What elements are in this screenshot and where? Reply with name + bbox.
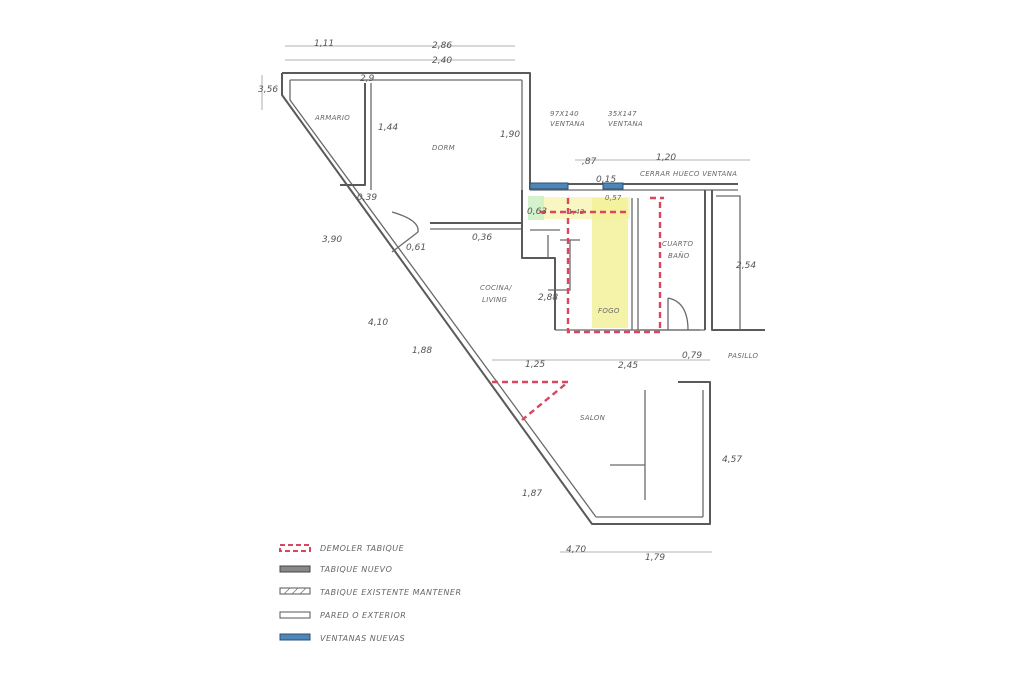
dim-bottom1: 4,70 xyxy=(566,545,586,555)
dim-187: 1,87 xyxy=(522,489,542,499)
dim-061: 0,61 xyxy=(406,243,426,253)
dimension-lines xyxy=(261,45,750,553)
green-area xyxy=(528,196,544,220)
dim-390: 3,90 xyxy=(322,235,342,245)
room-pasillo: PASILLO xyxy=(728,352,759,360)
dim-top2: 2,86 xyxy=(432,41,452,51)
dim-144: 1,44 xyxy=(378,123,398,133)
dim-410: 4,10 xyxy=(368,318,388,328)
window-2 xyxy=(602,182,624,190)
dim-bottom2: 1,79 xyxy=(645,553,665,563)
dim-142: 1,42 xyxy=(568,208,585,216)
walls xyxy=(281,72,765,525)
dim-245: 2,45 xyxy=(618,361,638,371)
yellow-area-top xyxy=(540,197,630,219)
yellow-area xyxy=(592,198,628,328)
room-fogo: FOGO xyxy=(598,307,620,315)
dim-190: 1,90 xyxy=(500,130,520,140)
new-windows xyxy=(529,182,624,190)
dim-288: 2,88 xyxy=(538,293,558,303)
dim-top1: 1,11 xyxy=(314,39,334,49)
dim-188: 1,88 xyxy=(412,346,432,356)
room-cuarto-2: BAÑO xyxy=(668,251,690,260)
window-2-label: VENTANA xyxy=(608,120,643,128)
dim-top3: 2,40 xyxy=(432,56,452,66)
room-cocina-2: LIVING xyxy=(482,296,508,304)
dim-057: 0,57 xyxy=(605,194,622,202)
window-1-size: 97X140 xyxy=(550,110,579,118)
window-3-label: CERRAR HUECO VENTANA xyxy=(640,170,737,178)
dim-063: 0,63 xyxy=(527,207,547,217)
legend-swatch-exterior xyxy=(279,611,311,619)
dim-039: 0,39 xyxy=(357,193,377,203)
demolish-lines xyxy=(492,196,664,421)
room-armario: ARMARIO xyxy=(314,114,350,122)
legend-label-3: PARED O EXTERIOR xyxy=(320,611,406,620)
window-2-size: 35X147 xyxy=(608,110,637,118)
window-1 xyxy=(529,182,569,190)
dim-087: ,87 xyxy=(582,157,597,167)
dim-079: 0,79 xyxy=(682,351,702,361)
dim-457: 4,57 xyxy=(722,455,742,465)
legend-swatch-existing xyxy=(279,587,311,595)
dim-120: 1,20 xyxy=(656,153,676,163)
room-salon: SALON xyxy=(580,414,606,422)
room-dorm: DORM xyxy=(432,144,455,152)
legend-swatch-window xyxy=(279,633,311,641)
dim-left-top: 3,56 xyxy=(258,85,278,95)
legend: DEMOLER TABIQUE TABIQUE NUEVO TABIQUE EX… xyxy=(279,544,462,643)
legend-swatch-demolish xyxy=(279,544,311,552)
legend-label-1: TABIQUE NUEVO xyxy=(320,565,392,574)
window-1-label: VENTANA xyxy=(550,120,585,128)
legend-swatch-new-wall xyxy=(279,565,311,573)
dim-125: 1,25 xyxy=(525,360,545,370)
room-cuarto: CUARTO xyxy=(662,240,693,248)
legend-label-0: DEMOLER TABIQUE xyxy=(320,544,405,553)
dim-036: 0,36 xyxy=(472,233,492,243)
dim-29: 2,9 xyxy=(360,74,375,84)
legend-label-2: TABIQUE EXISTENTE MANTENER xyxy=(320,588,462,597)
room-cocina: COCINA/ xyxy=(480,284,512,292)
dim-254: 2,54 xyxy=(736,261,756,271)
dim-015: 0,15 xyxy=(596,175,616,185)
legend-label-4: VENTANAS NUEVAS xyxy=(320,634,405,643)
